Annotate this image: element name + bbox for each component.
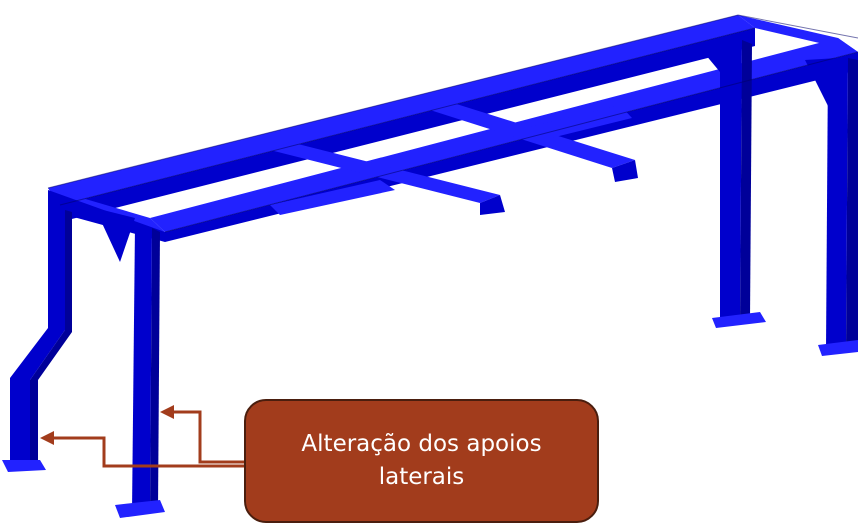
callout-line-2: laterais — [378, 464, 465, 490]
right-back-foot — [712, 312, 766, 328]
arrow-pointer-left-leg — [52, 436, 244, 468]
middle-crossbar-2-end — [612, 160, 638, 182]
left-inner-leg-shade — [150, 228, 160, 512]
callout-line-1: Alteração dos apoios — [301, 430, 542, 457]
front-rail — [150, 38, 858, 232]
right-front-foot — [818, 340, 858, 356]
arrow-right-head-icon — [160, 405, 174, 419]
middle-crossbar-1-end — [480, 195, 505, 215]
right-back-leg — [720, 40, 742, 322]
left-end-crossbar — [48, 188, 165, 232]
arrow-left-head-icon — [40, 431, 54, 445]
frame-edges — [47, 14, 858, 233]
right-end-crossbar — [738, 15, 858, 52]
left-inner-foot — [115, 500, 165, 518]
callout-arrows — [40, 405, 244, 468]
left-outer-leg — [10, 205, 65, 470]
middle-brace-2 — [525, 105, 632, 142]
middle-crossbar-1 — [270, 142, 500, 203]
annotation-callout: Alteração dos apoios laterais — [244, 399, 599, 523]
back-rail-side — [60, 28, 755, 222]
left-inner-leg — [132, 225, 152, 512]
left-gusset — [95, 208, 135, 262]
back-rail — [48, 15, 755, 205]
right-legs — [712, 40, 858, 356]
right-back-leg-shade — [740, 40, 752, 322]
left-outer-leg-shade — [30, 210, 72, 470]
left-outer-foot — [2, 460, 46, 472]
right-front-leg — [826, 58, 848, 350]
middle-brace-1 — [270, 180, 395, 215]
left-legs — [2, 205, 165, 518]
arrow-pointer-right-leg — [172, 410, 244, 464]
right-front-leg-shade — [846, 58, 858, 350]
